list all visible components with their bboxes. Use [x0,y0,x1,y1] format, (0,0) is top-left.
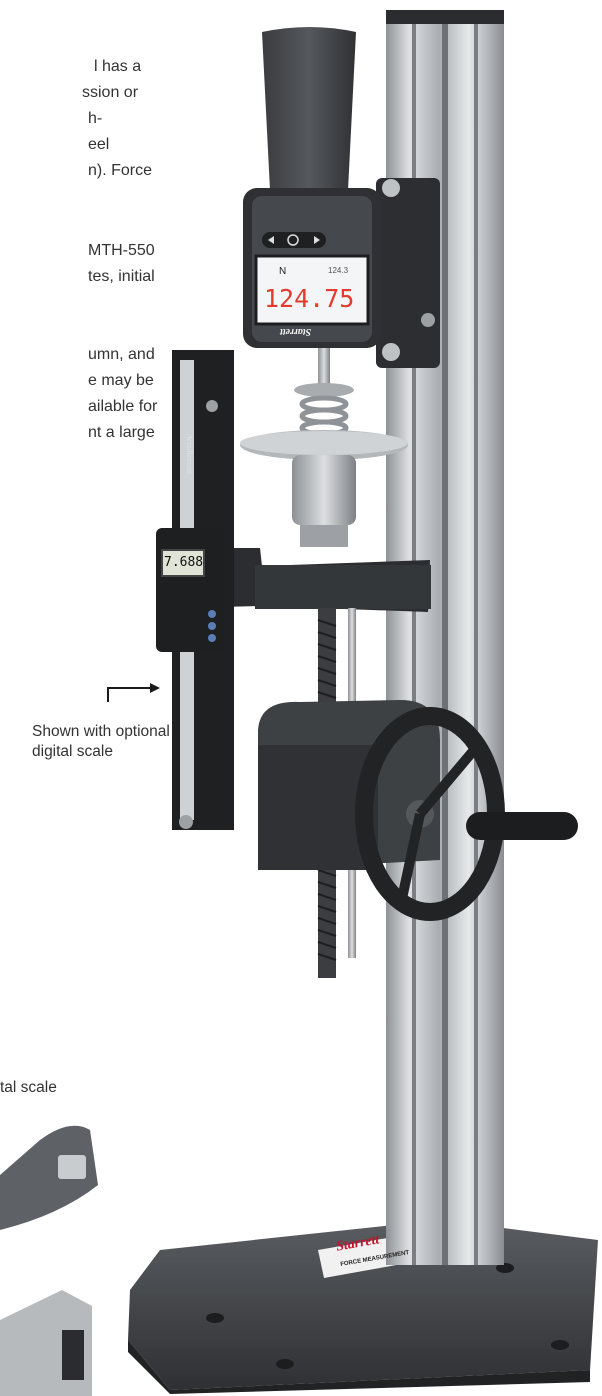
digital-force-gauge [243,27,381,348]
gauge-reading: 124.75 [264,284,355,313]
scale-reading: 7.688 [164,555,204,570]
callout-arrow [107,683,160,702]
text-line-1: l has a [94,58,142,75]
wheel-handle[interactable] [466,812,578,840]
digital-scale [156,350,234,830]
right-arrow-icon [314,236,320,244]
gauge-mount-bracket [376,178,440,368]
gauge-thumbnail-2 [0,1290,92,1396]
gauge-peak-label: 124.3 [328,266,349,275]
text-line-10: ailable for [88,398,158,415]
scale-display [161,549,205,577]
text-line-8: umn, and [88,346,155,363]
left-arrow-icon [268,236,274,244]
callout-caption-line-2: digital scale [32,743,113,760]
text-line-6: MTH-550 [88,242,155,259]
text-line-4: eel [88,136,110,153]
gauge-screen [254,254,370,326]
gauge-unit-label: N [279,266,287,277]
text-line-9: e may be [88,372,154,389]
partial-caption: tal scale [0,1079,57,1096]
gauge-keypad [262,232,326,248]
gauge-brand-label: Starrett [280,326,312,337]
text-line-2: ssion or [82,84,139,101]
power-icon [287,234,299,246]
loading-spring-fixture [240,348,408,547]
text-line-5: n). Force [88,162,153,179]
text-line-3: h- [88,110,103,127]
crosshead [178,548,431,612]
text-line-7: tes, initial [88,268,155,285]
text-line-11: nt a large [88,424,155,441]
hand-wheel[interactable] [355,707,578,921]
gauge-thumbnail-1 [0,1125,98,1230]
scale-brand-label: AccuRemote [185,434,194,474]
callout-caption-line-1-visible: Shown with optional [32,723,170,740]
